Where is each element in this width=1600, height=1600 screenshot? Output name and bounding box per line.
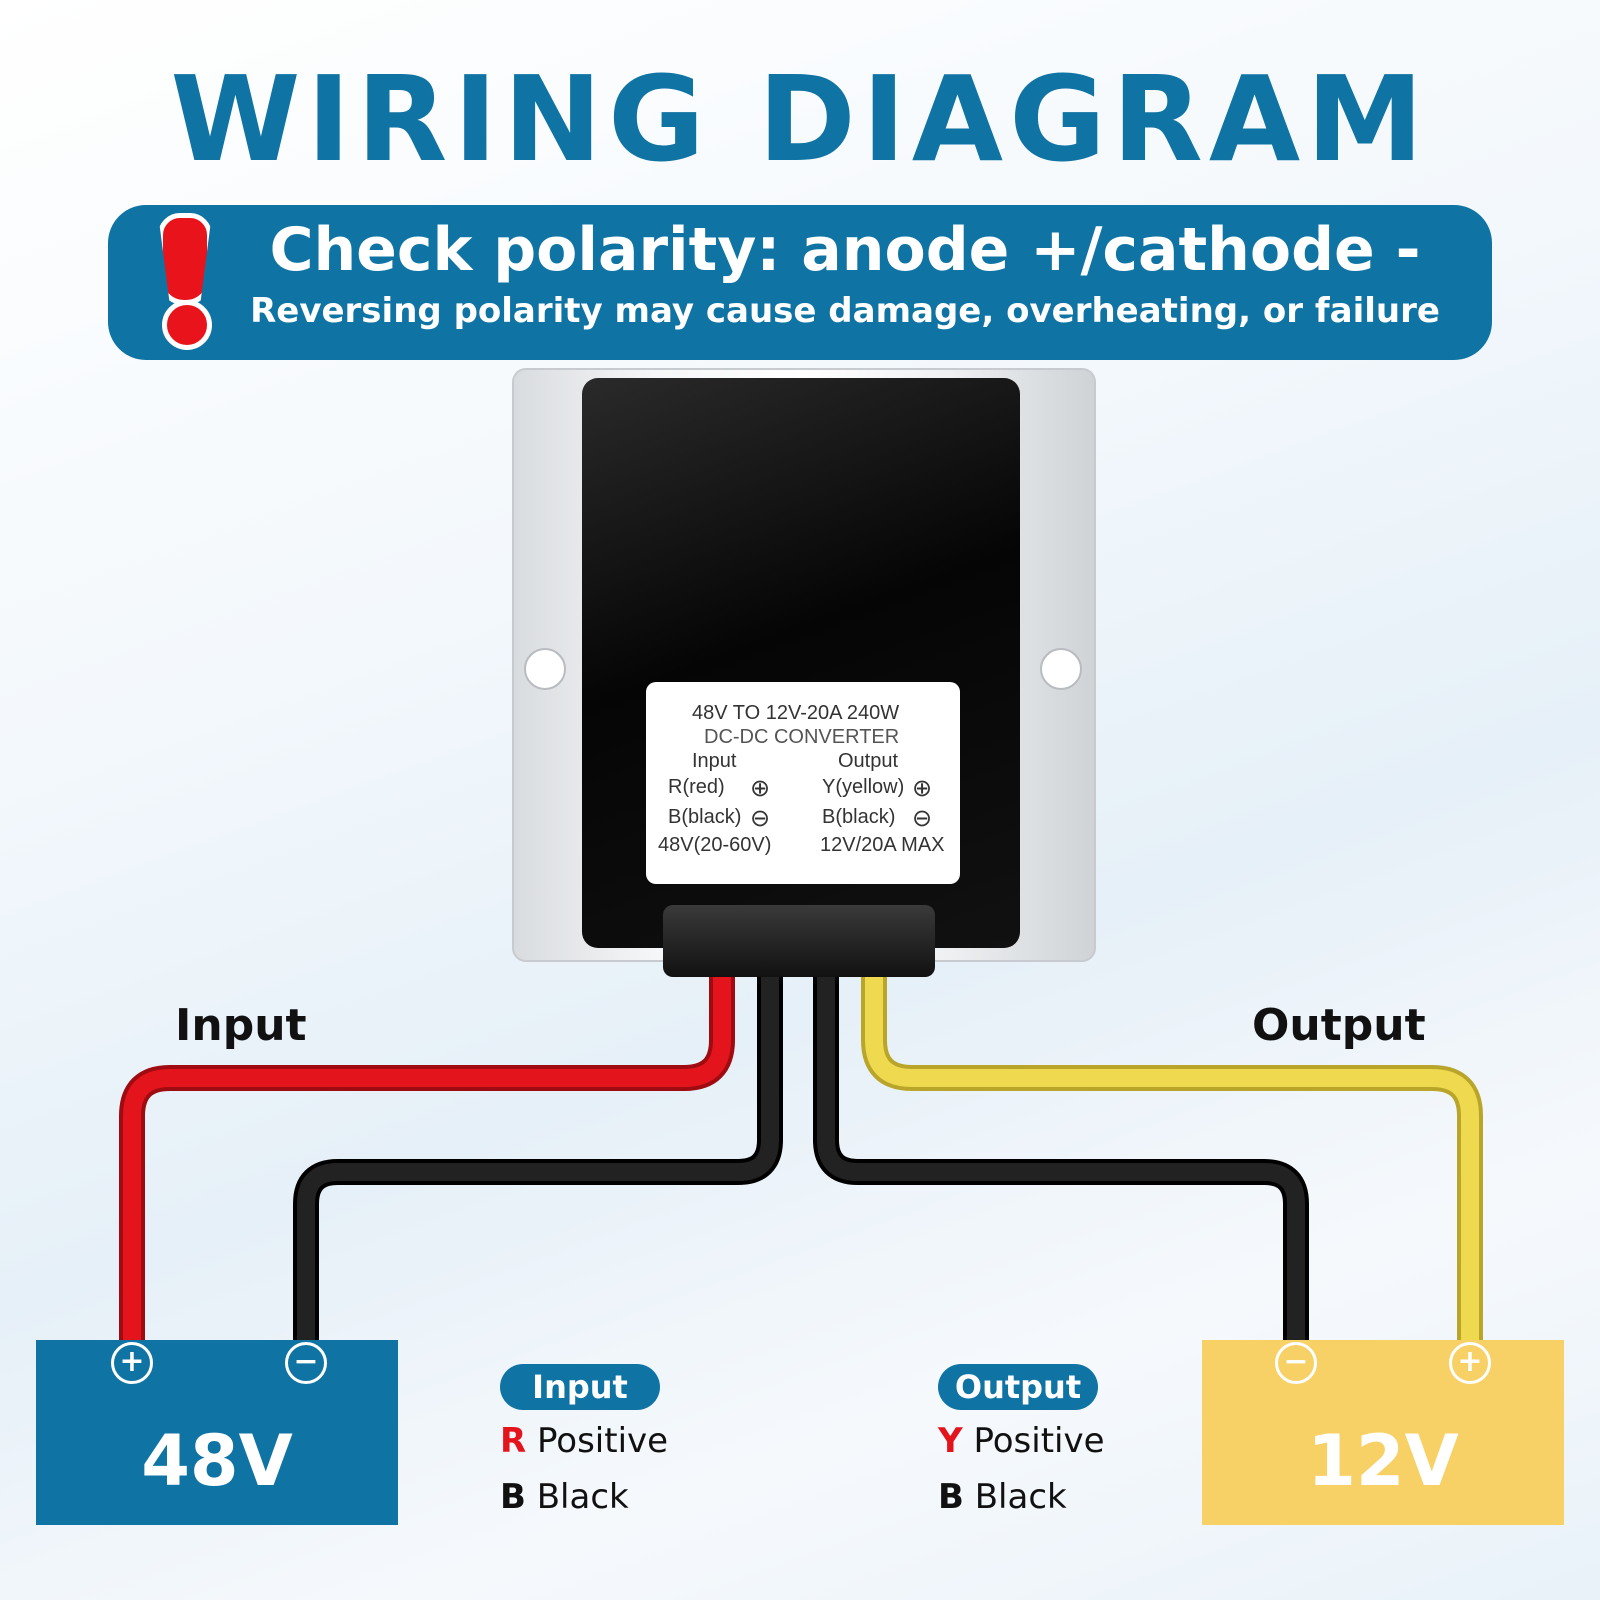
exclamation-dot-icon	[162, 300, 212, 350]
page-title: WIRING DIAGRAM	[170, 50, 1430, 188]
legend-input-neg-letter: B	[500, 1477, 526, 1517]
battery-48v: 48V	[36, 1340, 398, 1525]
minus-circle-icon: ⊖	[912, 805, 933, 832]
label-out-spec: 12V/20A MAX	[820, 834, 945, 856]
converter-label: 48V TO 12V-20A 240W DC-DC CONVERTER Inpu…	[646, 682, 960, 884]
legend-output-positive: Y Positive	[938, 1424, 1105, 1458]
label-out-pos: Y(yellow)	[822, 776, 905, 798]
legend-output-pos-text: Positive	[973, 1421, 1105, 1461]
black-wire-output	[813, 957, 1309, 1353]
label-input-header: Input	[692, 750, 737, 772]
legend-input-pos-letter: R	[500, 1421, 527, 1461]
battery-12v-positive-terminal: +	[1449, 1342, 1491, 1384]
cable-grommet	[663, 905, 935, 977]
battery-48v-negative-terminal: −	[285, 1342, 327, 1384]
warning-sub-text: Reversing polarity may cause damage, ove…	[250, 291, 1440, 331]
legend-output-pill: Output	[938, 1364, 1098, 1410]
label-in-pos: R(red)	[668, 776, 725, 798]
minus-circle-icon: ⊖	[750, 805, 771, 832]
label-out-neg: B(black)	[822, 806, 896, 828]
legend-input-pos-text: Positive	[537, 1421, 669, 1461]
input-heading: Input	[175, 1000, 307, 1051]
battery-12v: 12V	[1202, 1340, 1564, 1525]
label-in-neg: B(black)	[668, 806, 742, 828]
mount-hole-right	[1040, 648, 1082, 690]
legend-output-neg-text: Black	[974, 1477, 1067, 1517]
legend-output-negative: B Black	[938, 1480, 1067, 1514]
label-output-header: Output	[838, 750, 899, 772]
battery-48v-label: 48V	[141, 1420, 293, 1502]
battery-12v-negative-terminal: −	[1275, 1342, 1317, 1384]
legend-input-pill: Input	[500, 1364, 660, 1410]
mount-hole-left	[524, 648, 566, 690]
plus-circle-icon: ⊕	[750, 775, 771, 802]
label-in-spec: 48V(20-60V)	[658, 834, 772, 856]
warning-banner	[108, 205, 1492, 360]
legend-input-positive: R Positive	[500, 1424, 668, 1458]
plus-circle-icon: ⊕	[912, 775, 933, 802]
legend-input-negative: B Black	[500, 1480, 629, 1514]
warning-main-text: Check polarity: anode +/cathode -	[269, 215, 1421, 285]
legend-output-neg-letter: B	[938, 1477, 964, 1517]
legend-input-neg-text: Black	[536, 1477, 629, 1517]
label-line1: 48V TO 12V-20A 240W	[692, 702, 900, 724]
black-wire-input	[293, 957, 783, 1353]
output-heading: Output	[1252, 1000, 1426, 1051]
legend-output-pos-letter: Y	[938, 1421, 963, 1461]
battery-12v-label: 12V	[1307, 1420, 1459, 1502]
label-line2: DC-DC CONVERTER	[704, 726, 900, 748]
battery-48v-positive-terminal: +	[111, 1342, 153, 1384]
